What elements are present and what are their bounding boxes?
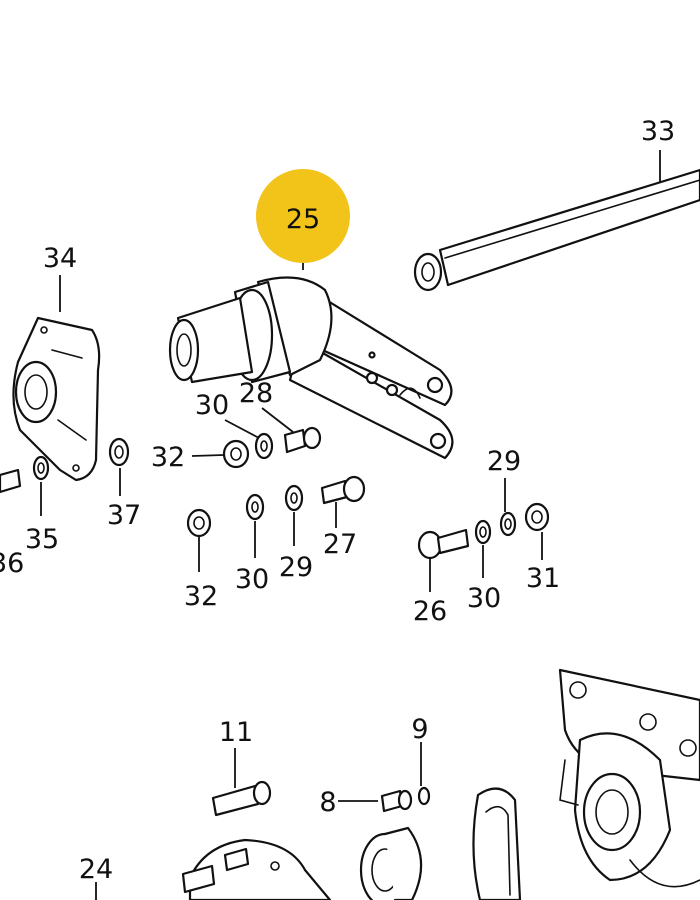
leader-30a — [224, 419, 260, 439]
part-37-washer[interactable] — [108, 437, 130, 467]
leader-32a — [191, 454, 225, 457]
part-bushing[interactable] — [359, 826, 423, 900]
part-housing[interactable] — [558, 668, 700, 888]
part-label-35[interactable]: 35 — [25, 524, 59, 555]
part-label-26[interactable]: 26 — [413, 596, 447, 627]
part-29-washer-b[interactable] — [499, 511, 517, 537]
part-label-29[interactable]: 29 — [279, 552, 313, 583]
part-label-25[interactable]: 25 — [286, 204, 320, 235]
part-9-screw[interactable] — [417, 786, 431, 806]
part-11-bolt[interactable] — [211, 780, 272, 817]
part-cover[interactable] — [181, 838, 332, 900]
part-33-shaft[interactable] — [413, 168, 700, 292]
part-label-8[interactable]: 8 — [319, 787, 336, 818]
part-label-33[interactable]: 33 — [641, 116, 675, 147]
part-label-34[interactable]: 34 — [43, 243, 77, 274]
part-34-flange[interactable] — [12, 316, 101, 482]
part-26-bolt[interactable] — [417, 528, 470, 560]
part-label-32[interactable]: 32 — [184, 581, 218, 612]
part-27-bolt[interactable] — [320, 475, 366, 505]
part-31-nut[interactable] — [524, 502, 550, 532]
part-25-lever[interactable] — [168, 276, 454, 460]
part-label-30[interactable]: 30 — [235, 564, 269, 595]
part-8-screw[interactable] — [380, 789, 413, 813]
part-label-37[interactable]: 37 — [107, 500, 141, 531]
part-32-nut-b[interactable] — [186, 508, 212, 538]
part-35-washer[interactable] — [32, 455, 50, 481]
part-label-24[interactable]: 24 — [79, 854, 113, 885]
part-label-32[interactable]: 32 — [151, 442, 185, 473]
part-36-bolt[interactable] — [0, 468, 22, 494]
part-label-36[interactable]: 36 — [0, 548, 24, 579]
part-30-washer-c[interactable] — [474, 519, 492, 545]
part-gasket[interactable] — [472, 787, 522, 900]
part-label-27[interactable]: 27 — [323, 529, 357, 560]
part-30-washer-b[interactable] — [245, 493, 265, 521]
part-label-9[interactable]: 9 — [411, 714, 428, 745]
highlight-circle — [256, 169, 350, 263]
part-label-11[interactable]: 11 — [219, 717, 253, 748]
part-29-washer-a[interactable] — [284, 484, 304, 512]
leader-28 — [261, 407, 294, 433]
part-label-30[interactable]: 30 — [195, 390, 229, 421]
part-label-31[interactable]: 31 — [526, 563, 560, 594]
part-30-washer-a[interactable] — [254, 432, 274, 460]
part-label-29[interactable]: 29 — [487, 446, 521, 477]
part-32-nut-a[interactable] — [222, 439, 250, 469]
part-label-30[interactable]: 30 — [467, 583, 501, 614]
part-label-28[interactable]: 28 — [239, 378, 273, 409]
part-28-bolt[interactable] — [283, 426, 322, 454]
